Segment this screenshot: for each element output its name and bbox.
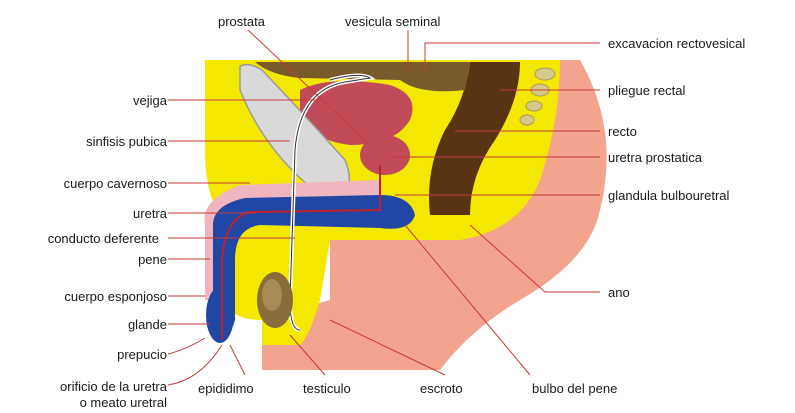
label-excavacion-rectovesical: excavacion rectovesical <box>608 36 745 51</box>
label-vesicula-seminal: vesicula seminal <box>345 14 440 29</box>
label-bulbo-del-pene: bulbo del pene <box>532 381 617 396</box>
label-glandula-bulbouretral: glandula bulbouretral <box>608 188 729 203</box>
label-glande: glande <box>128 317 167 332</box>
label-vejiga: vejiga <box>133 93 167 108</box>
label-testiculo: testiculo <box>303 381 351 396</box>
label-recto: recto <box>608 124 637 139</box>
label-conducto-deferente: conducto deferente <box>48 231 159 246</box>
label-escroto: escroto <box>420 381 463 396</box>
label-uretra: uretra <box>133 206 167 221</box>
prostate <box>360 135 410 175</box>
label-pliegue-rectal: pliegue rectal <box>608 83 685 98</box>
label-prepucio: prepucio <box>117 347 167 362</box>
label-cuerpo-cavernoso: cuerpo cavernoso <box>64 176 167 191</box>
label-ano: ano <box>608 285 630 300</box>
label-orificio-uretra: orificio de la uretra <box>60 379 167 394</box>
label-prostata: prostata <box>218 14 265 29</box>
label-pene: pene <box>138 252 167 267</box>
label-epididimo: epididimo <box>198 381 254 396</box>
label-sinfisis-pubica: sinfisis pubica <box>86 134 167 149</box>
label-meato-uretral: o meato uretral <box>80 395 167 410</box>
glans <box>206 287 234 343</box>
label-cuerpo-esponjoso: cuerpo esponjoso <box>64 289 167 304</box>
label-uretra-prostatica: uretra prostatica <box>608 150 702 165</box>
